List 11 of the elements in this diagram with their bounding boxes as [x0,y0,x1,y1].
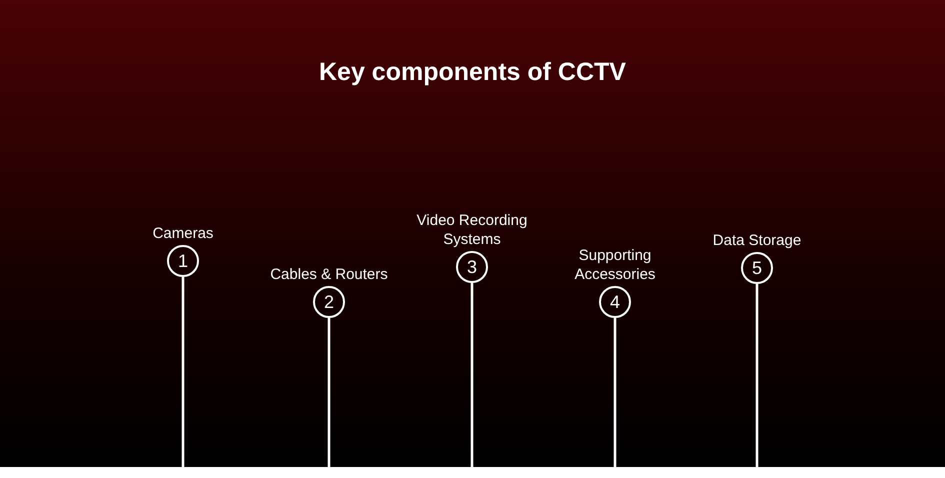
component-label: Data Storage [712,231,802,250]
number-circle: 5 [741,252,773,284]
title: Key components of CCTV [318,58,627,87]
number-circle: 3 [456,251,488,283]
number-circle: 2 [313,286,345,318]
number-circle: 1 [167,245,199,277]
component-label: Cameras [152,224,214,243]
component-label: Cables & Routers [270,265,388,284]
component-label: Video Recording Systems [416,211,528,249]
number-circle: 4 [599,286,631,318]
component-label: Supporting Accessories [574,246,656,284]
